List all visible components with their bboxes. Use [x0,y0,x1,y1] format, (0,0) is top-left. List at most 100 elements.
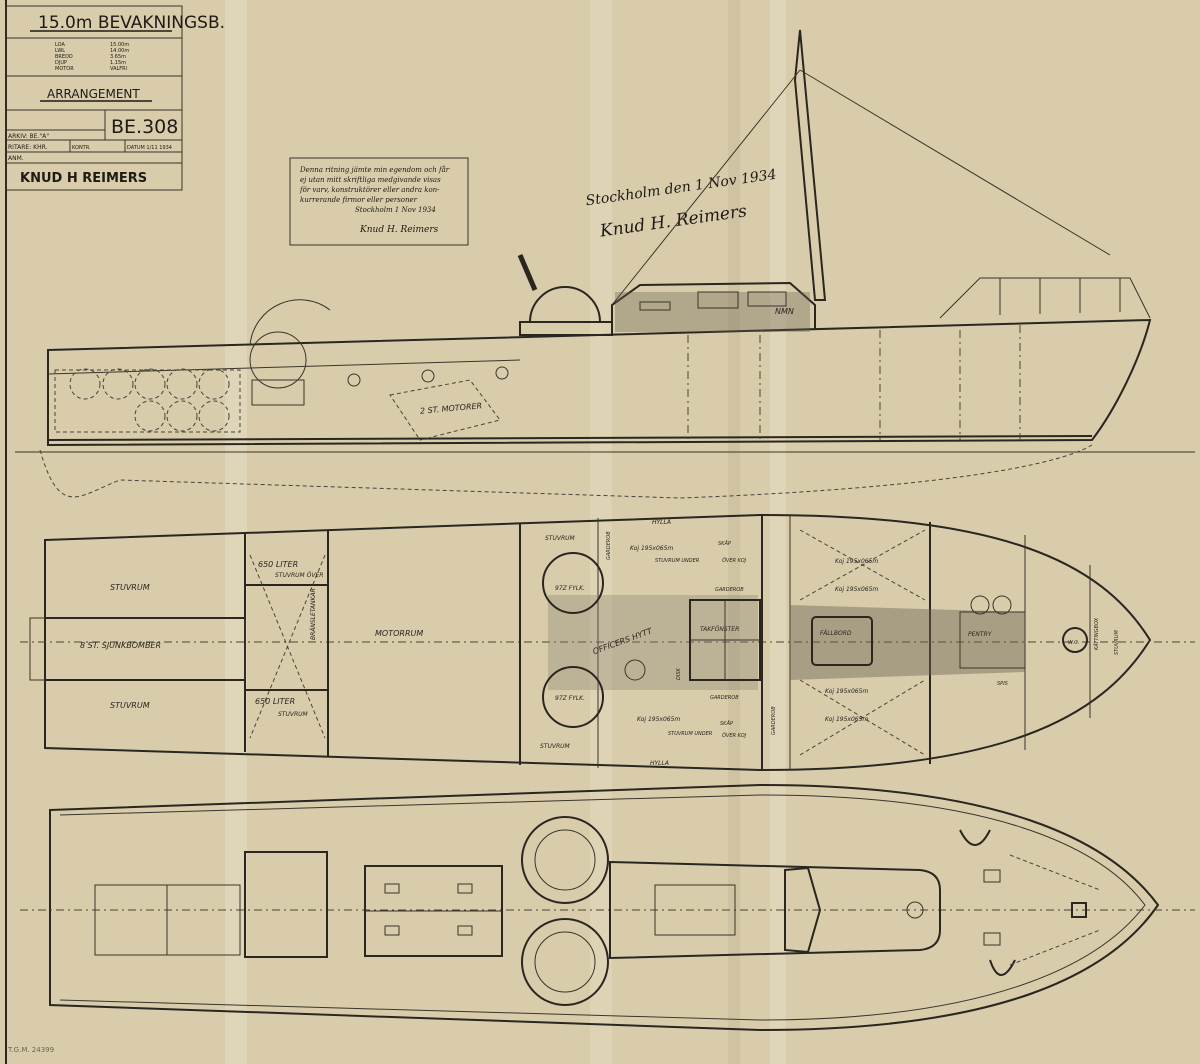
gun-barrel [517,254,538,291]
hull-profile [47,318,1152,447]
room-label: STUVRUM [110,701,150,710]
room-label: 650 LITER [258,560,298,569]
spec-value: 3.65m [110,54,126,60]
room-label: HYLLA [652,519,671,526]
room-label: GARDEROB [771,706,777,735]
title-block: 15.0m BEVAKNINGSB. LOA 15.00m LWL 14.00m… [5,5,225,191]
room-label: STUVRUM [110,583,150,592]
room-label: TAKFÖNSTER [700,626,739,633]
gun-turret [529,286,601,323]
wc-bowl [1062,627,1088,653]
spec-value: VALFRI [110,66,127,72]
room-label: Koj 195x065m [835,558,878,565]
room-label: SKÅP [720,720,733,727]
room-label: STUVRUM [1114,630,1120,655]
note-line: för varv, konstruktörer eller andra kon- [299,186,440,194]
datum-field: DATUM 1/11 1934 [127,145,172,151]
fold-stripe [590,0,612,1064]
room-label: SPIS [997,681,1009,687]
room-label: Koj 195x065m [637,716,680,723]
room-label: KÄTTINGBOX [1093,617,1100,650]
room-label: ÖVER KOJ [722,732,747,739]
room-label: DISK [676,668,682,680]
gun-ring [521,816,609,904]
drawing-number: BE.308 [111,116,178,138]
engine-hatch [244,851,328,958]
room-label: FÄLLBORD [820,630,852,637]
ritare-field: RITARE: KHR. [8,144,48,151]
cabin-name-plate: NMN [775,307,794,316]
archive-stamp: T.G.M. 24399 [7,1046,54,1054]
porthole [421,369,435,383]
room-label: STUVRUM ÖVER [275,572,323,579]
pantry-floor [959,611,1026,669]
room-label: Koj 195x065m [835,586,878,593]
mast [793,29,827,301]
hull-outline-deck [49,783,1160,1032]
room-label: STUVRUM [540,743,571,750]
officers-cabin-floor [548,595,758,690]
room-label: SKÅP [718,540,731,547]
rigging [799,69,1111,256]
spec-label: LOA [55,42,65,48]
room-label: 650 LITER [255,697,295,706]
room-label: GARDEROB [715,587,744,593]
spec-value: 1.15m [110,60,126,66]
spec-label: MOTOR [55,66,74,72]
depth-charge-rack [249,331,307,389]
room-label: Koj 195x065m [825,716,868,723]
note-line: Denna ritning jämte min egendom och får [299,165,450,174]
note-signature: Knud H. Reimers [359,225,439,235]
steering-wheel-icon [970,595,990,615]
spec-value: 15.00m [110,42,129,48]
room-label: MOTORRUM [375,629,423,638]
fuel-tank [542,552,604,614]
room-label: 97Z FYLK. [555,695,585,702]
corridor-floor [790,605,1025,680]
spec-value: 14.00m [110,48,129,54]
room-label: STUVRUM UNDER [655,558,699,564]
fold-stripe [225,0,247,1064]
anm-field: ANM. [8,155,24,162]
spec-label: LWL [55,48,65,54]
folding-table [811,616,873,666]
steering-wheel-icon [992,595,1012,615]
drawing-subtitle: ARRANGEMENT [47,87,140,101]
spec-label: DJUP [55,60,67,66]
spec-label: BREDD [55,54,73,60]
copyright-note: Denna ritning jämte min egendom och får … [289,157,469,246]
room-label: 8 ST. SJUNKBOMBER [80,641,161,650]
room-label: STUVRUM [278,711,309,718]
hull-outline-plan [44,513,1152,772]
room-label: Koj 195x065m [630,545,673,552]
room-label: GARDEROB [710,695,739,701]
bow-rail [939,277,1151,319]
room-label: Koj 195x065m [825,688,868,695]
porthole [495,366,509,380]
drawing-title: 15.0m BEVAKNINGSB. [38,13,225,33]
accommodation-plan: STUVRUM 8 ST. SJUNKBOMBER STUVRUM 650 LI… [20,513,1195,772]
deckhouse [611,281,816,332]
room-label: BRÄNSLETANKAR [310,588,317,640]
note-line: Stockholm 1 Nov 1934 [355,206,436,214]
room-label: HYLLA [650,760,669,767]
room-label: STUVRUM UNDER [668,731,712,737]
room-label: ÖVER KOJ [722,557,747,564]
gun-ring [521,918,609,1006]
fold-stripe [728,0,740,1064]
room-label: STUVRUM [545,535,576,542]
note-line: kurrerande firmor eller personer [300,196,418,204]
room-label: PENTRY [968,631,993,638]
fold-stripe [770,0,786,1064]
porthole [347,373,361,387]
company-name: KNUD H REIMERS [20,171,147,186]
arkiv-field: ARKIV: BE."A" [8,133,49,140]
note-line: ej utan mitt skriftliga medgivande visas [300,176,441,184]
windscreen [784,866,822,954]
deck-plan: T.G.M. 24399 [7,783,1195,1054]
deckhouse-roof [609,860,941,960]
room-label: 97Z FYLK. [555,585,585,592]
kontr-field: KONTR. [72,145,91,151]
rigging [611,69,801,306]
